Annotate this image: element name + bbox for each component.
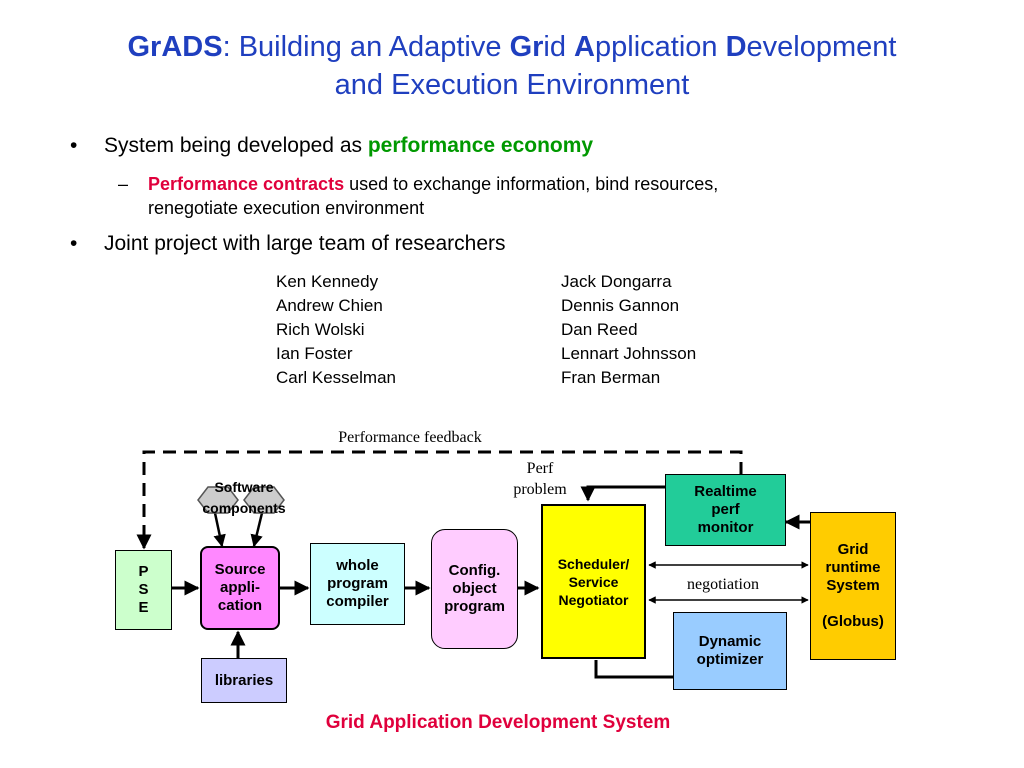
performance-contracts-highlight: Performance contracts (148, 174, 345, 194)
slide-title: GrADS: Building an Adaptive Grid Applica… (0, 28, 1024, 104)
researcher-name: Ian Foster (276, 344, 353, 363)
title-line-2: and Execution Environment (334, 69, 690, 101)
software-component-hexagon-1 (197, 486, 239, 514)
title-line-1: GrADS: Building an Adaptive Grid Applica… (127, 31, 897, 63)
component-arrow-1 (213, 512, 226, 548)
sub-bullet-line-2: renegotiate execution environment (148, 198, 425, 218)
libraries-box: libraries (201, 658, 287, 703)
grid-runtime-system-box: Grid runtime System (Globus) (810, 512, 896, 660)
researcher-name: Carl Kesselman (276, 368, 396, 387)
perf-problem-label: Perf problem (513, 460, 567, 498)
software-components-label: Software components (202, 479, 286, 516)
researcher-name: Jack Dongarra (561, 272, 672, 291)
researcher-name: Fran Berman (561, 368, 661, 387)
researcher-name: Dan Reed (561, 320, 638, 339)
researchers-col-2: Jack Dongarra Dennis Gannon Dan Reed Len… (561, 270, 696, 390)
performance-feedback-label: Performance feedback (338, 429, 482, 446)
performance-feedback-line (136, 450, 743, 550)
perf-problem-arrow (580, 485, 665, 502)
researcher-name: Dennis Gannon (561, 296, 680, 315)
researcher-name: Rich Wolski (276, 320, 365, 339)
software-component-hexagon-2 (243, 486, 285, 514)
performance-economy-highlight: performance economy (367, 134, 594, 157)
researcher-name: Lennart Johnsson (561, 344, 697, 363)
globus-label: (Globus) (822, 613, 884, 630)
researcher-name: Andrew Chien (276, 296, 383, 315)
researcher-name: Ken Kennedy (276, 272, 379, 291)
component-arrow-2 (250, 512, 264, 548)
negotiation-label: negotiation (687, 576, 759, 593)
optimizer-feedback-line (594, 660, 673, 679)
sub-bullet-contracts: – Performance contracts used to exchange… (118, 174, 719, 194)
diagram-caption: Grid Application Development System (325, 712, 671, 733)
researchers-col-1: Ken Kennedy Andrew Chien Rich Wolski Ian… (276, 270, 396, 390)
